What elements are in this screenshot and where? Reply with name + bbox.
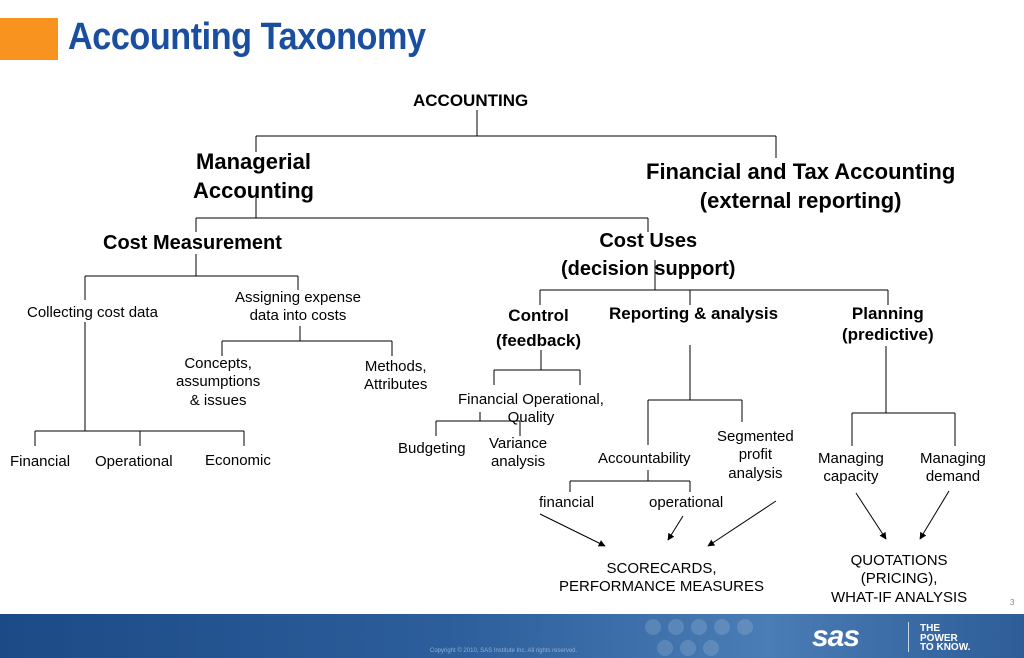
node-methods-attributes: Methods, Attributes (364, 358, 428, 394)
connector-root (255, 110, 777, 158)
tagline: THE POWER TO KNOW. (920, 623, 971, 653)
node-concepts-assumptions: Concepts, assumptions & issues (176, 355, 261, 409)
node-variance-analysis: Variance analysis (489, 435, 548, 471)
node-managing-demand: Managing demand (920, 450, 986, 486)
arrow-to-quotations-2 (919, 490, 950, 540)
slide-title: Accounting Taxonomy (68, 16, 426, 58)
taxonomy-connectors (34, 110, 956, 547)
arrow-to-scorecards-1 (539, 513, 606, 547)
footer-band (0, 614, 1024, 658)
node-accountability: Accountability (598, 450, 691, 467)
node-accounting: ACCOUNTING (413, 91, 529, 110)
node-assigning-expense: Assigning expense data into costs (235, 289, 361, 325)
copyright-text: Copyright © 2010, SAS Institute Inc. All… (430, 648, 578, 654)
node-quotations-pricing-whatif: QUOTATIONS (PRICING), WHAT-IF ANALYSIS (831, 552, 968, 606)
node-managerial-accounting: Managerial Accounting (193, 149, 314, 203)
node-segmented-profit-analysis: Segmented profit analysis (717, 428, 794, 482)
connector-collecting (34, 322, 245, 446)
node-control-feedback: Control (feedback) (496, 306, 582, 350)
node-accountability-operational: operational (649, 494, 724, 511)
node-accountability-financial: financial (539, 494, 595, 511)
node-operational: Operational (95, 453, 173, 470)
connector-assigning (221, 326, 393, 356)
node-collecting-cost-data: Collecting cost data (27, 304, 158, 321)
node-scorecards-performance-measures: SCORECARDS, PERFORMANCE MEASURES (559, 560, 765, 596)
connector-reporting (647, 345, 743, 445)
page-number: 3 (1010, 598, 1015, 607)
node-cost-measurement: Cost Measurement (103, 232, 282, 254)
sas-logo: sas (812, 620, 860, 653)
node-cost-uses: Cost Uses (decision support) (561, 230, 736, 280)
node-reporting-analysis: Reporting & analysis (609, 304, 779, 323)
node-financial-tax-accounting: Financial and Tax Accounting (external r… (646, 159, 956, 213)
connector-cost-measurement (84, 254, 299, 300)
logo-separator (908, 622, 909, 652)
connector-cost-uses (539, 260, 889, 305)
node-financial: Financial (10, 453, 71, 470)
node-economic: Economic (205, 452, 271, 469)
connector-planning (851, 346, 956, 446)
title-accent-block (0, 18, 58, 60)
node-budgeting: Budgeting (398, 440, 466, 457)
arrow-to-quotations-1 (855, 492, 887, 540)
connector-fin-op-quality (435, 412, 521, 436)
node-planning-predictive: Planning (predictive) (842, 304, 934, 344)
arrow-to-scorecards-2 (667, 515, 684, 541)
connector-control (493, 350, 581, 385)
connector-accountability (569, 470, 691, 492)
node-managing-capacity: Managing capacity (818, 450, 884, 486)
connector-managerial (195, 192, 649, 232)
node-financial-operational-quality: Financial Operational, Quality (458, 391, 604, 427)
arrow-to-scorecards-3 (707, 500, 777, 547)
